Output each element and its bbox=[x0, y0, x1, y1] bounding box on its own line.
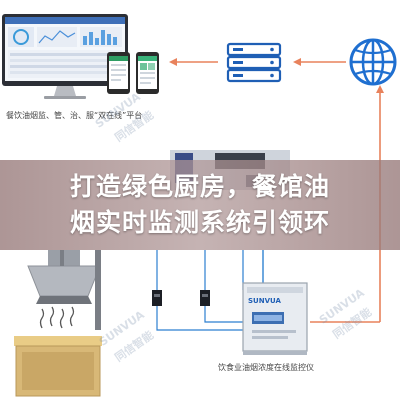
monitor-caption: 饮食业油烟浓度在线监控仪 bbox=[218, 363, 314, 372]
server-icon bbox=[226, 42, 282, 83]
range-hood bbox=[27, 250, 101, 330]
stove bbox=[14, 336, 102, 397]
dashboard-monitor bbox=[2, 14, 128, 99]
phone-left bbox=[107, 52, 130, 94]
sensor-probe-left bbox=[152, 290, 162, 306]
sensor-probe-right bbox=[200, 290, 210, 306]
cabinet-brand: SUNVUA bbox=[248, 297, 281, 305]
arrow-globe-to-server bbox=[293, 58, 346, 66]
phone-right bbox=[136, 52, 159, 94]
banner-title-line-1: 打造绿色厨房，餐馆油 bbox=[69, 172, 330, 201]
title-banner: 打造绿色厨房，餐馆油 烟实时监测系统引领环 bbox=[0, 160, 400, 250]
sensor-wiring bbox=[156, 250, 264, 331]
arrow-server-to-platform bbox=[169, 58, 218, 66]
monitor-cabinet bbox=[242, 282, 308, 355]
smoke-lines bbox=[39, 306, 75, 329]
globe-icon bbox=[349, 38, 397, 86]
platform-caption: 餐饮油烟监、管、治、服“双在线”平台 bbox=[6, 111, 143, 120]
banner-title-line-2: 烟实时监测系统引领环 bbox=[69, 208, 330, 237]
